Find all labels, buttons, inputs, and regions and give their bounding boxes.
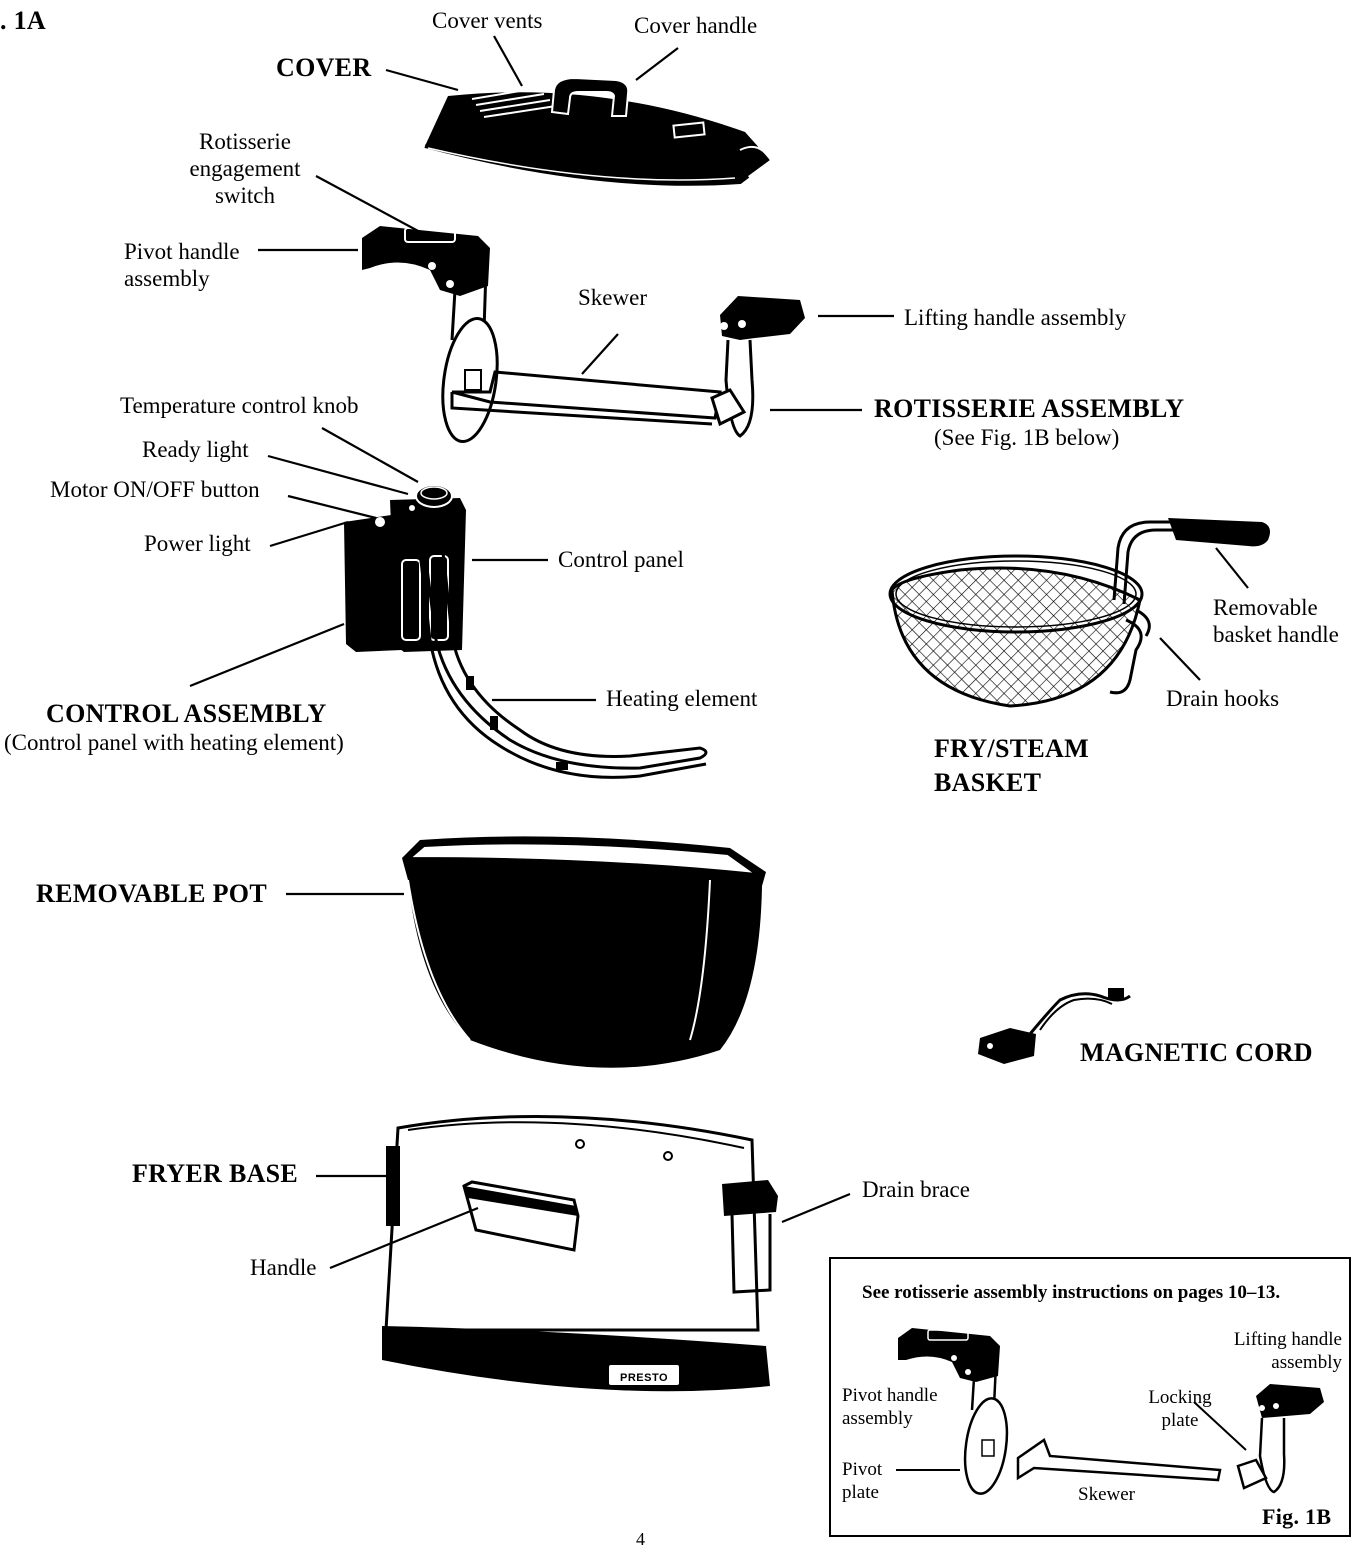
label-heating-element: Heating element xyxy=(606,686,758,711)
inset-note: See rotisserie assembly instructions on … xyxy=(862,1282,1281,1303)
label-control-note: (Control panel with heating element) xyxy=(4,730,344,755)
label-basket-handle: Removable basket handle xyxy=(1213,595,1339,647)
figure-label: . 1A xyxy=(0,6,46,35)
label-handle: Handle xyxy=(250,1255,317,1280)
label-drain-brace: Drain brace xyxy=(862,1177,970,1202)
label-lifting-handle: Lifting handle assembly xyxy=(904,305,1127,330)
page-number: 4 xyxy=(636,1529,645,1549)
inset-leader-lines xyxy=(896,1401,1247,1471)
label-motor-button: Motor ON/OFF button xyxy=(50,477,260,502)
label-cover: COVER xyxy=(276,53,372,82)
inset-label-skewer: Skewer xyxy=(1078,1484,1135,1505)
inset-illustration xyxy=(898,1328,1324,1495)
label-cover-handle: Cover handle xyxy=(634,13,758,38)
label-cover-vents: Cover vents xyxy=(432,8,543,33)
control-assembly-illustration xyxy=(344,484,708,779)
inset-figure-label: Fig. 1B xyxy=(1262,1504,1332,1529)
inset-label-pivot-handle: Pivot handle assembly xyxy=(842,1385,938,1429)
label-ready-light: Ready light xyxy=(142,437,249,462)
label-power-light: Power light xyxy=(144,531,251,556)
inset-label-lifting-handle: Lifting handle assembly xyxy=(1233,1329,1342,1373)
fryer-base-illustration xyxy=(382,1114,778,1392)
label-rotisserie-assembly: ROTISSERIE ASSEMBLY xyxy=(874,394,1185,423)
basket-illustration xyxy=(888,518,1270,708)
label-removable-pot: REMOVABLE POT xyxy=(36,879,267,908)
inset-label-locking-plate: Locking plate xyxy=(1148,1387,1212,1431)
brand-logo: PRESTO xyxy=(620,1372,668,1384)
label-fryer-base: FRYER BASE xyxy=(132,1159,299,1188)
leader-lines xyxy=(189,35,1249,1270)
label-rotisserie-switch: Rotisserie engagement switch xyxy=(189,129,301,208)
label-control-panel: Control panel xyxy=(558,547,684,572)
label-rotisserie-note: (See Fig. 1B below) xyxy=(934,425,1120,450)
label-drain-hooks: Drain hooks xyxy=(1166,686,1280,711)
label-fry-steam-basket: FRY/STEAM BASKET xyxy=(934,734,1089,797)
fig-1b-inset xyxy=(829,1257,1351,1537)
cover-illustration xyxy=(424,76,773,186)
label-pivot-handle: Pivot handle assembly xyxy=(124,239,240,291)
label-control-assembly: CONTROL ASSEMBLY xyxy=(46,699,327,728)
label-magnetic-cord: MAGNETIC CORD xyxy=(1080,1038,1313,1067)
magnetic-cord-illustration xyxy=(978,988,1131,1064)
label-temperature-knob: Temperature control knob xyxy=(120,393,359,418)
label-skewer: Skewer xyxy=(578,285,647,310)
pot-illustration xyxy=(402,836,766,1068)
inset-label-pivot-plate: Pivot plate xyxy=(842,1459,883,1503)
rotisserie-illustration xyxy=(362,226,805,444)
